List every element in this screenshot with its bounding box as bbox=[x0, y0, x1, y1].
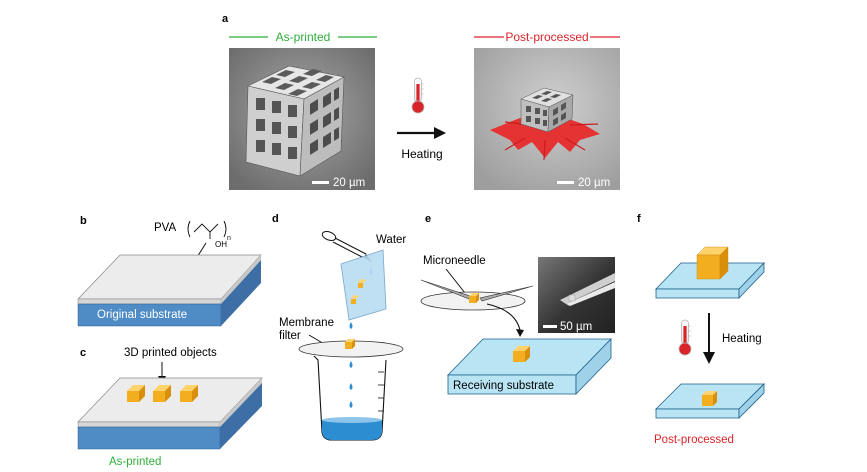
panel-label-e: e bbox=[425, 213, 431, 225]
cube-on-filter bbox=[345, 339, 355, 349]
beaker-icon bbox=[313, 355, 387, 441]
cube-1 bbox=[127, 385, 145, 402]
cube-3 bbox=[180, 385, 198, 402]
oh-label: OH bbox=[215, 240, 227, 249]
sem-image-as-printed: 20 µm bbox=[229, 48, 375, 190]
microneedle-right bbox=[479, 285, 534, 302]
heating-arrow-icon bbox=[397, 127, 446, 139]
membrane-label-1: Membrane bbox=[279, 317, 334, 329]
svg-text:n: n bbox=[227, 235, 231, 242]
panel-label-f: f bbox=[637, 213, 641, 225]
cube-on-needle bbox=[469, 293, 479, 303]
transfer-arrow-head bbox=[516, 329, 524, 337]
receiving-substrate-label: Receiving substrate bbox=[453, 380, 554, 392]
post-processed-header: Post-processed bbox=[505, 30, 588, 44]
scale-label-left: 20 µm bbox=[333, 177, 365, 189]
heating-label-a: Heating bbox=[401, 147, 442, 161]
membrane-label-2: filter bbox=[279, 330, 301, 342]
thermometer-icon-f bbox=[678, 319, 692, 356]
scale-bar-right bbox=[557, 181, 574, 184]
panel-c: c 3D printed objects As-printed bbox=[77, 347, 263, 468]
thermometer-icon bbox=[411, 77, 425, 114]
cube-on-receiving bbox=[513, 346, 530, 362]
printed-objects-label: 3D printed objects bbox=[124, 347, 217, 359]
falling-drops bbox=[349, 361, 353, 408]
panel-label-c: c bbox=[80, 347, 86, 359]
pva-structure-icon: n bbox=[187, 220, 231, 242]
transfer-arrow-icon bbox=[486, 303, 521, 331]
original-substrate bbox=[77, 254, 262, 327]
micrograph-image: 50 µm bbox=[538, 257, 615, 333]
as-printed-header: As-printed bbox=[276, 30, 331, 44]
cube-2 bbox=[153, 385, 171, 402]
post-processed-caption: Post-processed bbox=[654, 434, 734, 446]
heating-label-f: Heating bbox=[722, 333, 762, 345]
original-substrate-label: Original substrate bbox=[97, 309, 187, 321]
panel-e: e Microneedle 50 µm bbox=[420, 213, 615, 395]
microneedle-label: Microneedle bbox=[423, 255, 486, 267]
panel-b: b PVA n OH Original substrate bbox=[77, 215, 262, 327]
panel-label-a: a bbox=[222, 13, 229, 25]
panel-a: a As-printed bbox=[222, 13, 620, 190]
panel-label-d: d bbox=[272, 213, 279, 225]
cube-large bbox=[696, 246, 729, 280]
scale-label-micro: 50 µm bbox=[560, 321, 592, 333]
as-printed-substrate bbox=[77, 377, 263, 450]
scale-bar-left bbox=[312, 181, 329, 184]
water-label: Water bbox=[376, 234, 406, 246]
sem-image-post-processed: 20 µm bbox=[474, 48, 620, 190]
cube-small bbox=[702, 391, 717, 406]
panel-d: d Water Membrane filter bbox=[272, 213, 406, 441]
scale-label-right: 20 µm bbox=[578, 177, 610, 189]
printed-cubes bbox=[127, 385, 198, 402]
heating-arrow-down-icon bbox=[703, 313, 715, 364]
as-printed-caption: As-printed bbox=[109, 456, 161, 468]
scale-bar-micro bbox=[543, 325, 557, 328]
membrane-sheet bbox=[340, 249, 387, 329]
panel-label-b: b bbox=[80, 215, 87, 227]
panel-f: f Heating bbox=[637, 213, 765, 446]
pva-label: PVA bbox=[154, 222, 176, 234]
